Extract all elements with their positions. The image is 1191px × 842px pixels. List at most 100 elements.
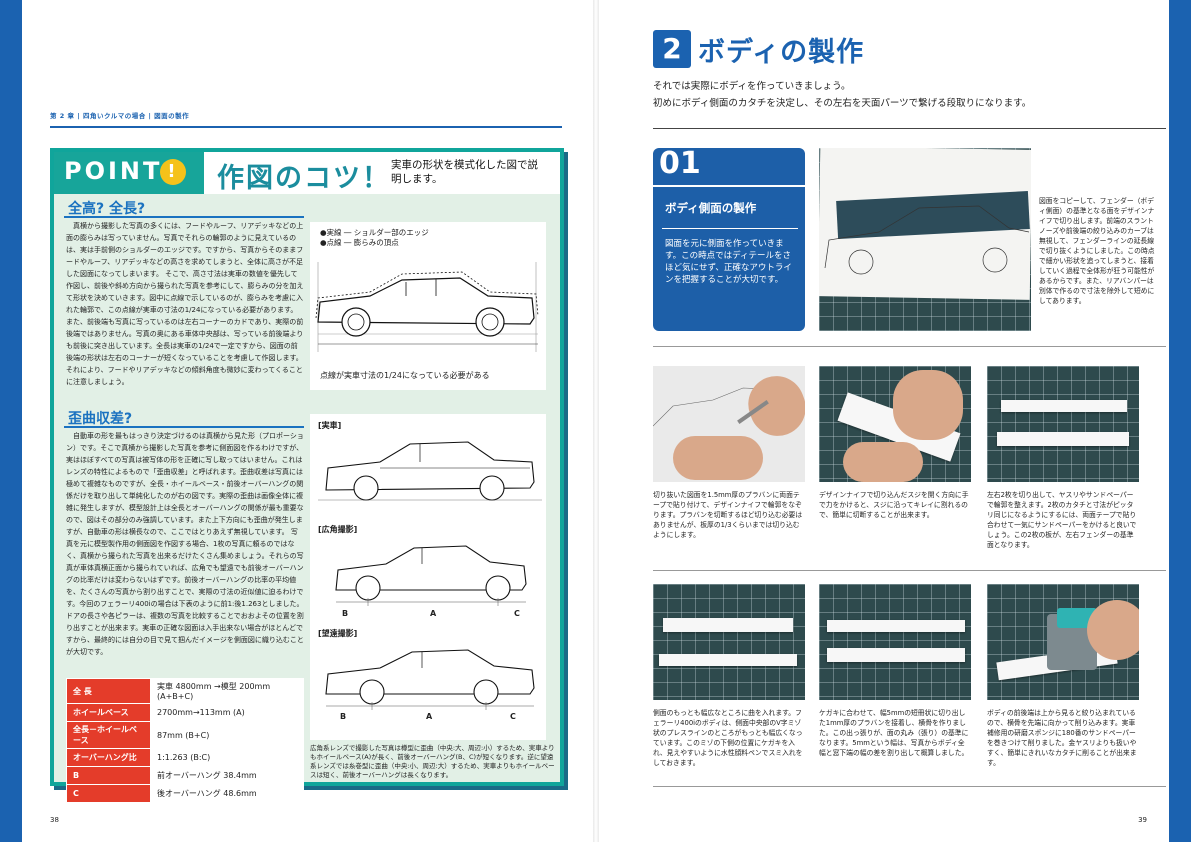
strip-right: [997, 432, 1129, 446]
hand-bottom: [843, 442, 923, 482]
dim-c-wide: C: [514, 609, 520, 618]
photo-two-strips: [987, 366, 1139, 482]
spec-value: 前オーバーハング 38.4mm: [150, 766, 304, 785]
figure-caption: 点線が実車寸法の1/24になっている必要がある: [320, 371, 490, 380]
dim-b-wide: B: [342, 609, 349, 618]
spec-key: 全 長: [66, 678, 151, 704]
caption-snap: デザインナイフで切り込んだスジを開く方向に手で力をかけると、スジに沿ってキレイに…: [819, 491, 969, 519]
strip-bend-2: [659, 654, 797, 666]
photo-glue: [819, 584, 971, 700]
caption-cut-paper: 切り抜いた図面を1.5mm厚のプラバンに両面テープで貼り付けて、デザインナイフで…: [653, 491, 803, 539]
row-rule-2: [653, 570, 1166, 571]
section1-rule: [64, 216, 304, 218]
label-wide: [広角撮影]: [318, 525, 358, 534]
section1-text: 真横から撮影した写真の多くには、フードやルーフ、リアデッキなどの上面の膨らみは写…: [66, 222, 304, 386]
card-title: ボディ側面の製作: [665, 201, 757, 215]
point-box: POINT ! 作図のコツ！ 実車の形状を模式化した図で説明します。 全高? 全…: [50, 148, 564, 803]
figure-legend: ●実線 ― ショルダー部のエッジ ●点線 ― 膨らみの頂点: [320, 228, 429, 248]
running-header-rule: [50, 126, 562, 128]
car-tele-diagram: [325, 649, 535, 710]
spec-key: C: [66, 784, 151, 803]
caption-bend: 側面のもっとも幅広なところに曲を入れます。フェラーリ400iのボディは、側面中央…: [653, 709, 803, 767]
point-header: POINT ! 作図のコツ！ 実車の形状を模式化した図で説明します。: [54, 152, 560, 194]
spec-key: 全長－ホイールベース: [66, 721, 151, 749]
right-page: 2 ボディの製作 それでは実際にボディを作っていきましょう。 初めにボディ側面の…: [599, 0, 1169, 842]
spec-key: ホイールベース: [66, 703, 151, 722]
photo-snap: [819, 366, 971, 482]
car-wide-diagram: [335, 545, 527, 606]
label-actual: [実車]: [318, 421, 342, 430]
intro-line-2: 初めにボディ側面のカタチを決定し、その左右を天面パーツで繋げる段取りになります。: [653, 98, 1032, 109]
card-rule-thin: [662, 228, 798, 229]
step-card-01: 01 ボディ側面の製作 図面を元に側面を作っていきます。この時点ではディテールを…: [653, 146, 805, 331]
spec-value: 実車 4800mm →模型 200mm (A+B+C): [150, 678, 304, 704]
card-rule: [653, 185, 805, 187]
spec-row: 全 長実車 4800mm →模型 200mm (A+B+C): [66, 678, 304, 704]
sketch-lines: [824, 205, 1030, 275]
row-rule-3: [653, 786, 1166, 787]
tele-dims: B A C: [340, 712, 540, 724]
step-title: ボディの製作: [698, 37, 865, 68]
section1-heading: 全高? 全長?: [68, 201, 146, 217]
strip-glue-1: [827, 620, 965, 632]
hand-top: [893, 370, 963, 440]
figure-distortion: [実車] [広角撮影]: [310, 414, 546, 740]
legend-solid: ●実線 ― ショルダー部のエッジ: [320, 228, 429, 237]
point-subtitle: 実車の形状を模式化した図で説明します。: [391, 159, 538, 185]
intro-rule: [653, 128, 1166, 129]
section2-heading: 歪曲収差?: [68, 411, 133, 427]
intro-text: それでは実際にボディを作っていきましょう。 初めにボディ側面のカタチを決定し、そ…: [653, 78, 1031, 112]
section2-rule: [64, 426, 304, 428]
point-title: 作図のコツ！: [217, 163, 391, 194]
car-side-diagram: [315, 262, 539, 352]
legend-dotted: ●点線 ― 膨らみの頂点: [320, 238, 399, 247]
step-number-badge: 2: [653, 30, 691, 68]
spec-value: 2700mm→113mm (A): [150, 703, 304, 722]
label-tele: [望遠撮影]: [318, 629, 358, 638]
caption-two-strips: 左右2枚を切り出して、ヤスリやサンドペーパーで輪郭を整えます。2枚のカタチと寸法…: [987, 491, 1137, 549]
running-header: 第 2 章 | 四角いクルマの場合 | 図面の製作: [50, 112, 190, 120]
page-number-left: 38: [50, 816, 59, 824]
spec-key: オーバーハング比: [66, 748, 151, 767]
car-actual-diagram: [318, 441, 542, 501]
strip-left: [1001, 400, 1127, 412]
left-edge-band: [0, 0, 22, 842]
exclamation-icon: !: [160, 159, 186, 185]
photo-sand: [987, 584, 1139, 700]
wide-dims: B A C: [342, 609, 532, 621]
spec-key: B: [66, 766, 151, 785]
right-edge-band: [1169, 0, 1191, 842]
spec-value: 1:1.263 (B:C): [150, 748, 304, 767]
photo-bend: [653, 584, 805, 700]
dim-a-tele: A: [426, 712, 433, 721]
spec-value: 87mm (B+C): [150, 721, 304, 749]
dim-b-tele: B: [340, 712, 347, 721]
strip-bend-1: [663, 618, 793, 632]
intro-line-1: それでは実際にボディを作っていきましょう。: [653, 81, 851, 92]
hand-sand: [1087, 600, 1139, 660]
photo-drawing: [819, 148, 1031, 331]
page-number-right: 39: [1138, 816, 1147, 824]
gutter: [593, 0, 599, 842]
section2-text: 自動車の形を最もはっきり決定づけるのは真横から見た形（プロポーション）です。そこ…: [66, 432, 304, 656]
point-label: POINT !: [54, 152, 204, 194]
dim-a-wide: A: [430, 609, 437, 618]
card-text: 図面を元に側面を作っていきます。この時点ではディテールをさほど気にせず、正確なア…: [665, 239, 792, 285]
figure-shoulder: ●実線 ― ショルダー部のエッジ ●点線 ― 膨らみの頂点: [310, 222, 546, 390]
left-page: 第 2 章 | 四角いクルマの場合 | 図面の製作 POINT ! 作図のコツ！…: [22, 0, 593, 842]
caption-sand: ボディの前後端は上から見ると絞り込まれているので、横骨を先端に向かって削り込みま…: [987, 709, 1137, 767]
card-number: 01: [659, 146, 701, 181]
hand-left: [673, 436, 763, 480]
caption-drawing: 図面をコピーして、フェンダー（ボディ側面）の基準となる面をデザインナイフで切り出…: [1039, 197, 1155, 305]
caption-glue: ケガキに合わせて、幅5mmの短冊状に切り出した1mm厚のプラバンを接着し、横骨を…: [819, 709, 969, 757]
strip-glue-2: [827, 648, 965, 662]
dim-c-tele: C: [510, 712, 516, 721]
spec-value: 後オーバーハング 48.6mm: [150, 784, 304, 803]
